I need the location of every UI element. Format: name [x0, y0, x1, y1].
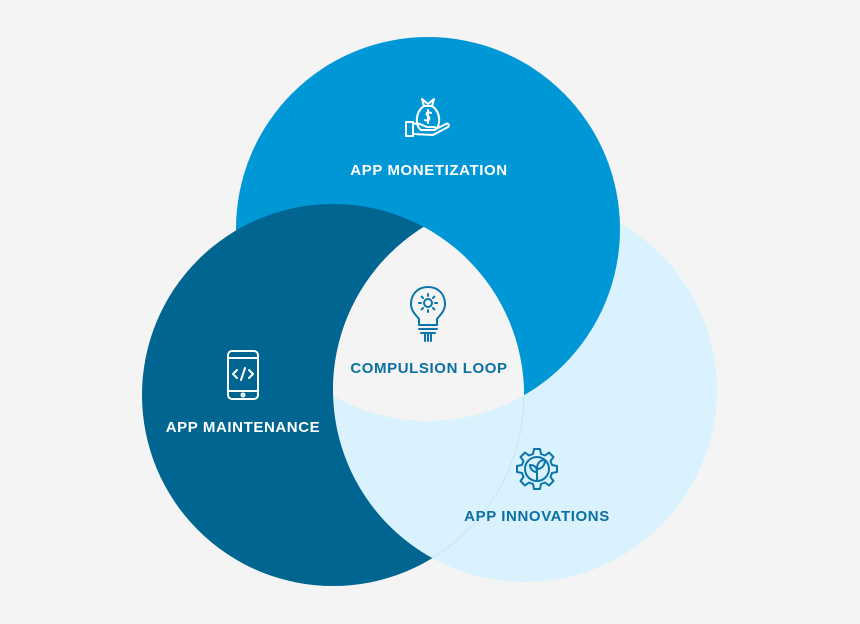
label-app-monetization: APP MONETIZATION — [350, 162, 508, 179]
money-bag-hand-icon — [405, 98, 450, 137]
lightbulb-gear-icon — [410, 286, 446, 342]
gear-plant-icon — [516, 448, 558, 490]
label-app-innovations: APP INNOVATIONS — [464, 508, 610, 525]
label-compulsion-loop: COMPULSION LOOP — [350, 360, 508, 377]
label-app-maintenance: APP MAINTENANCE — [165, 419, 321, 436]
mobile-code-icon — [227, 350, 259, 400]
